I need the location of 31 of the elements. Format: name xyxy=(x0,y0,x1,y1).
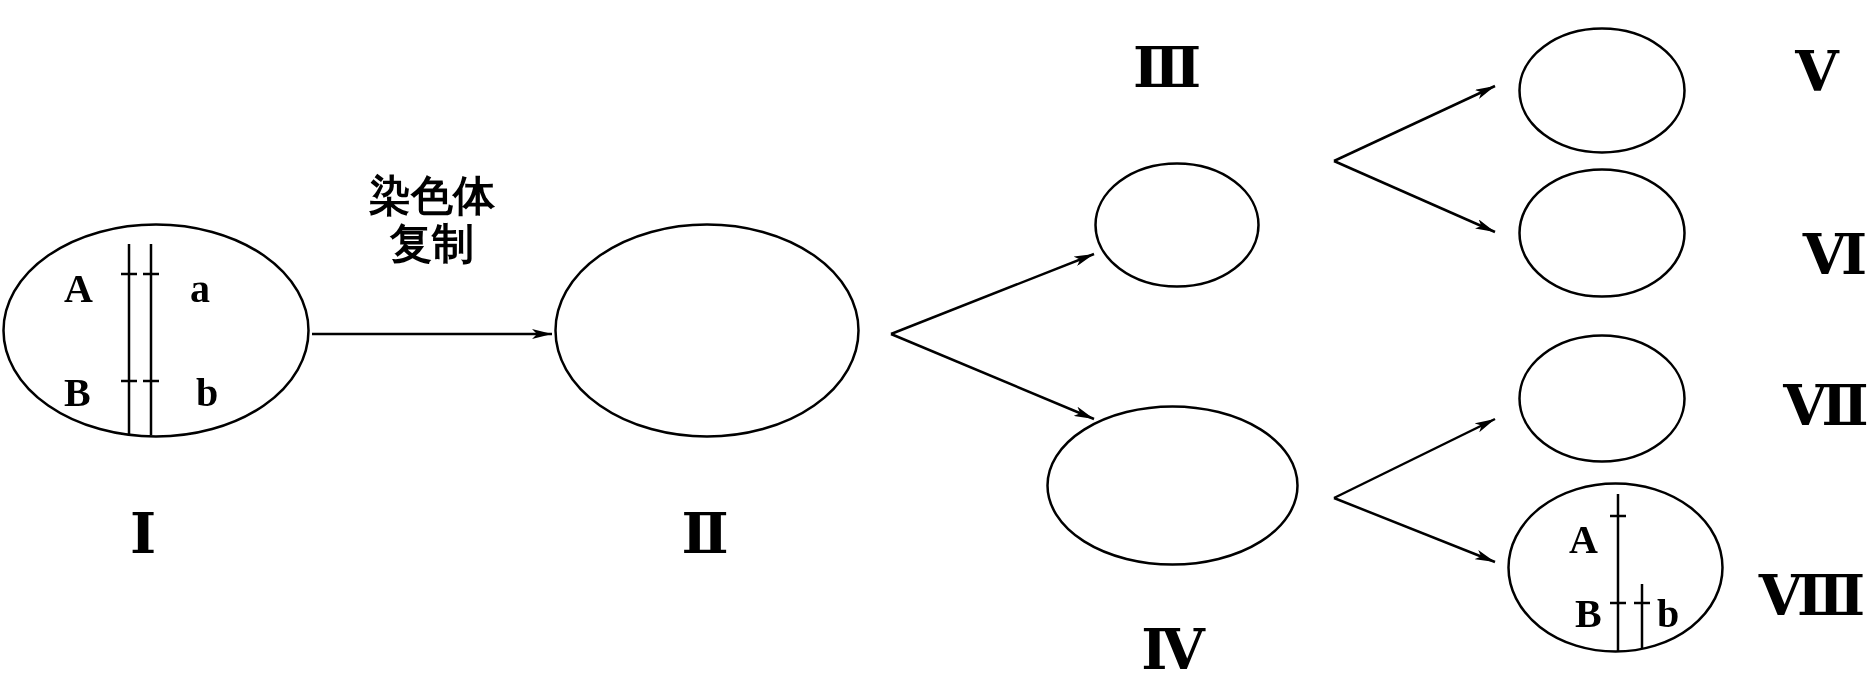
cell-label: Ⅴ xyxy=(1795,44,1839,100)
cell-label: Ⅶ xyxy=(1783,378,1868,434)
arrow xyxy=(1333,159,1496,234)
cell-label: Ⅷ xyxy=(1758,568,1866,624)
cell-label: Ⅲ xyxy=(1132,40,1202,96)
arrow xyxy=(890,252,1095,336)
allele-letter: a xyxy=(190,269,210,309)
cell-ellipse xyxy=(1094,162,1260,288)
arrow xyxy=(1333,496,1496,564)
cell-ellipse xyxy=(2,223,310,438)
allele-letter: B xyxy=(64,373,91,413)
cell-label: Ⅳ xyxy=(1141,622,1205,678)
cell-ellipse xyxy=(1518,168,1686,298)
arrow xyxy=(1333,84,1496,163)
cell-ellipse xyxy=(1518,27,1686,154)
allele-letter: B xyxy=(1575,594,1602,634)
cell-ellipse xyxy=(1046,405,1299,566)
cell-ellipse xyxy=(554,223,860,438)
arrow xyxy=(1333,417,1496,500)
edge-label: 染色体复制 xyxy=(368,172,496,269)
cell-label: Ⅱ xyxy=(681,506,729,562)
allele-letter: b xyxy=(1657,594,1680,634)
cell-ellipse xyxy=(1507,482,1724,653)
cell-label: Ⅵ xyxy=(1802,227,1868,283)
allele-letter: A xyxy=(1569,520,1598,560)
arrow xyxy=(312,329,552,339)
cell-ellipse xyxy=(1518,334,1686,463)
arrow xyxy=(890,332,1095,421)
cell-label: Ⅰ xyxy=(129,506,157,562)
allele-letter: b xyxy=(196,373,219,413)
allele-letter: A xyxy=(64,269,93,309)
